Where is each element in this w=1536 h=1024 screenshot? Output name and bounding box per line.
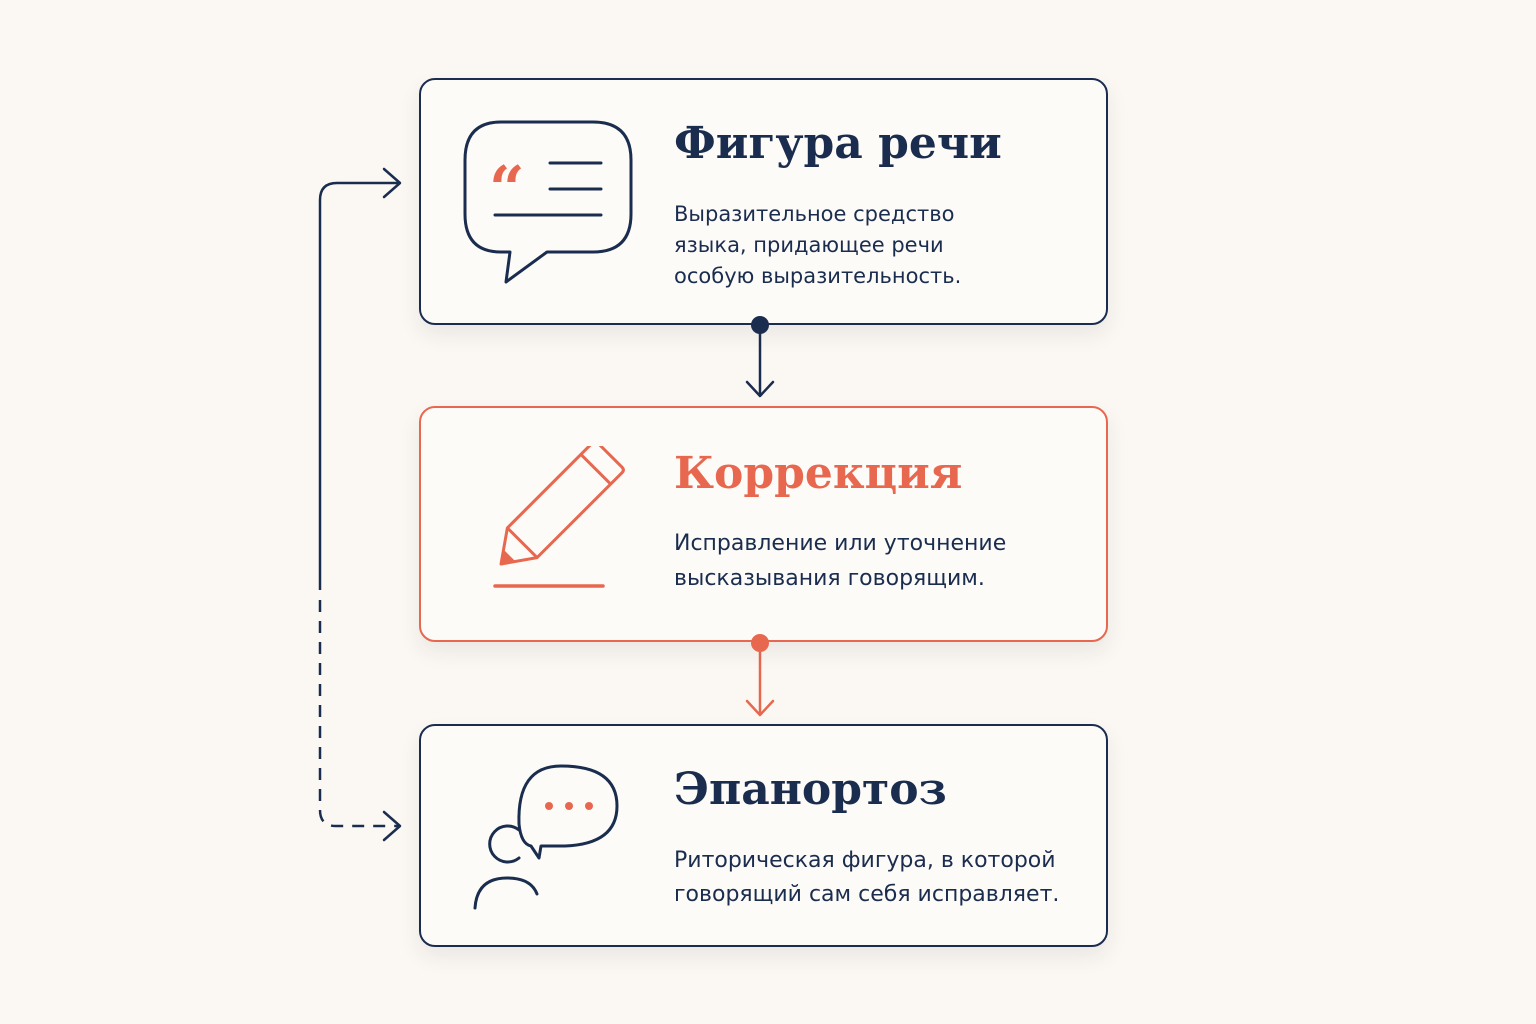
card-description: Риторическая фигура, в которой говорящий… xyxy=(674,848,1060,907)
card-title: Фигура речи xyxy=(674,118,1002,169)
card-description: Выразительное средство языка, придающее … xyxy=(674,202,962,288)
speaker-speech-bubble-icon xyxy=(473,764,619,910)
quote-speech-bubble-icon: “ xyxy=(463,120,633,284)
connector-2-3-dot xyxy=(751,634,769,652)
pencil-icon xyxy=(493,446,625,588)
connector-1-2-dot xyxy=(751,316,769,334)
connector-1-2-arrowhead xyxy=(745,380,775,398)
loop-connector-solid xyxy=(318,181,398,590)
loop-connector-dashed xyxy=(318,600,398,828)
card-title: Эпанортоз xyxy=(674,764,947,815)
loop-arrowhead-top xyxy=(382,167,402,199)
card-epanorthosis: Эпанортоз Риторическая фигура, в которой… xyxy=(419,724,1108,947)
card-figure-of-speech: “ Фигура речи Выразительное средство язы… xyxy=(419,78,1108,325)
loop-arrowhead-bottom xyxy=(382,810,402,842)
card-description: Исправление или уточнение высказывания г… xyxy=(674,531,1007,591)
card-title: Коррекция xyxy=(674,448,963,499)
connector-2-3-arrowhead xyxy=(745,699,775,717)
svg-text:“: “ xyxy=(489,152,525,225)
